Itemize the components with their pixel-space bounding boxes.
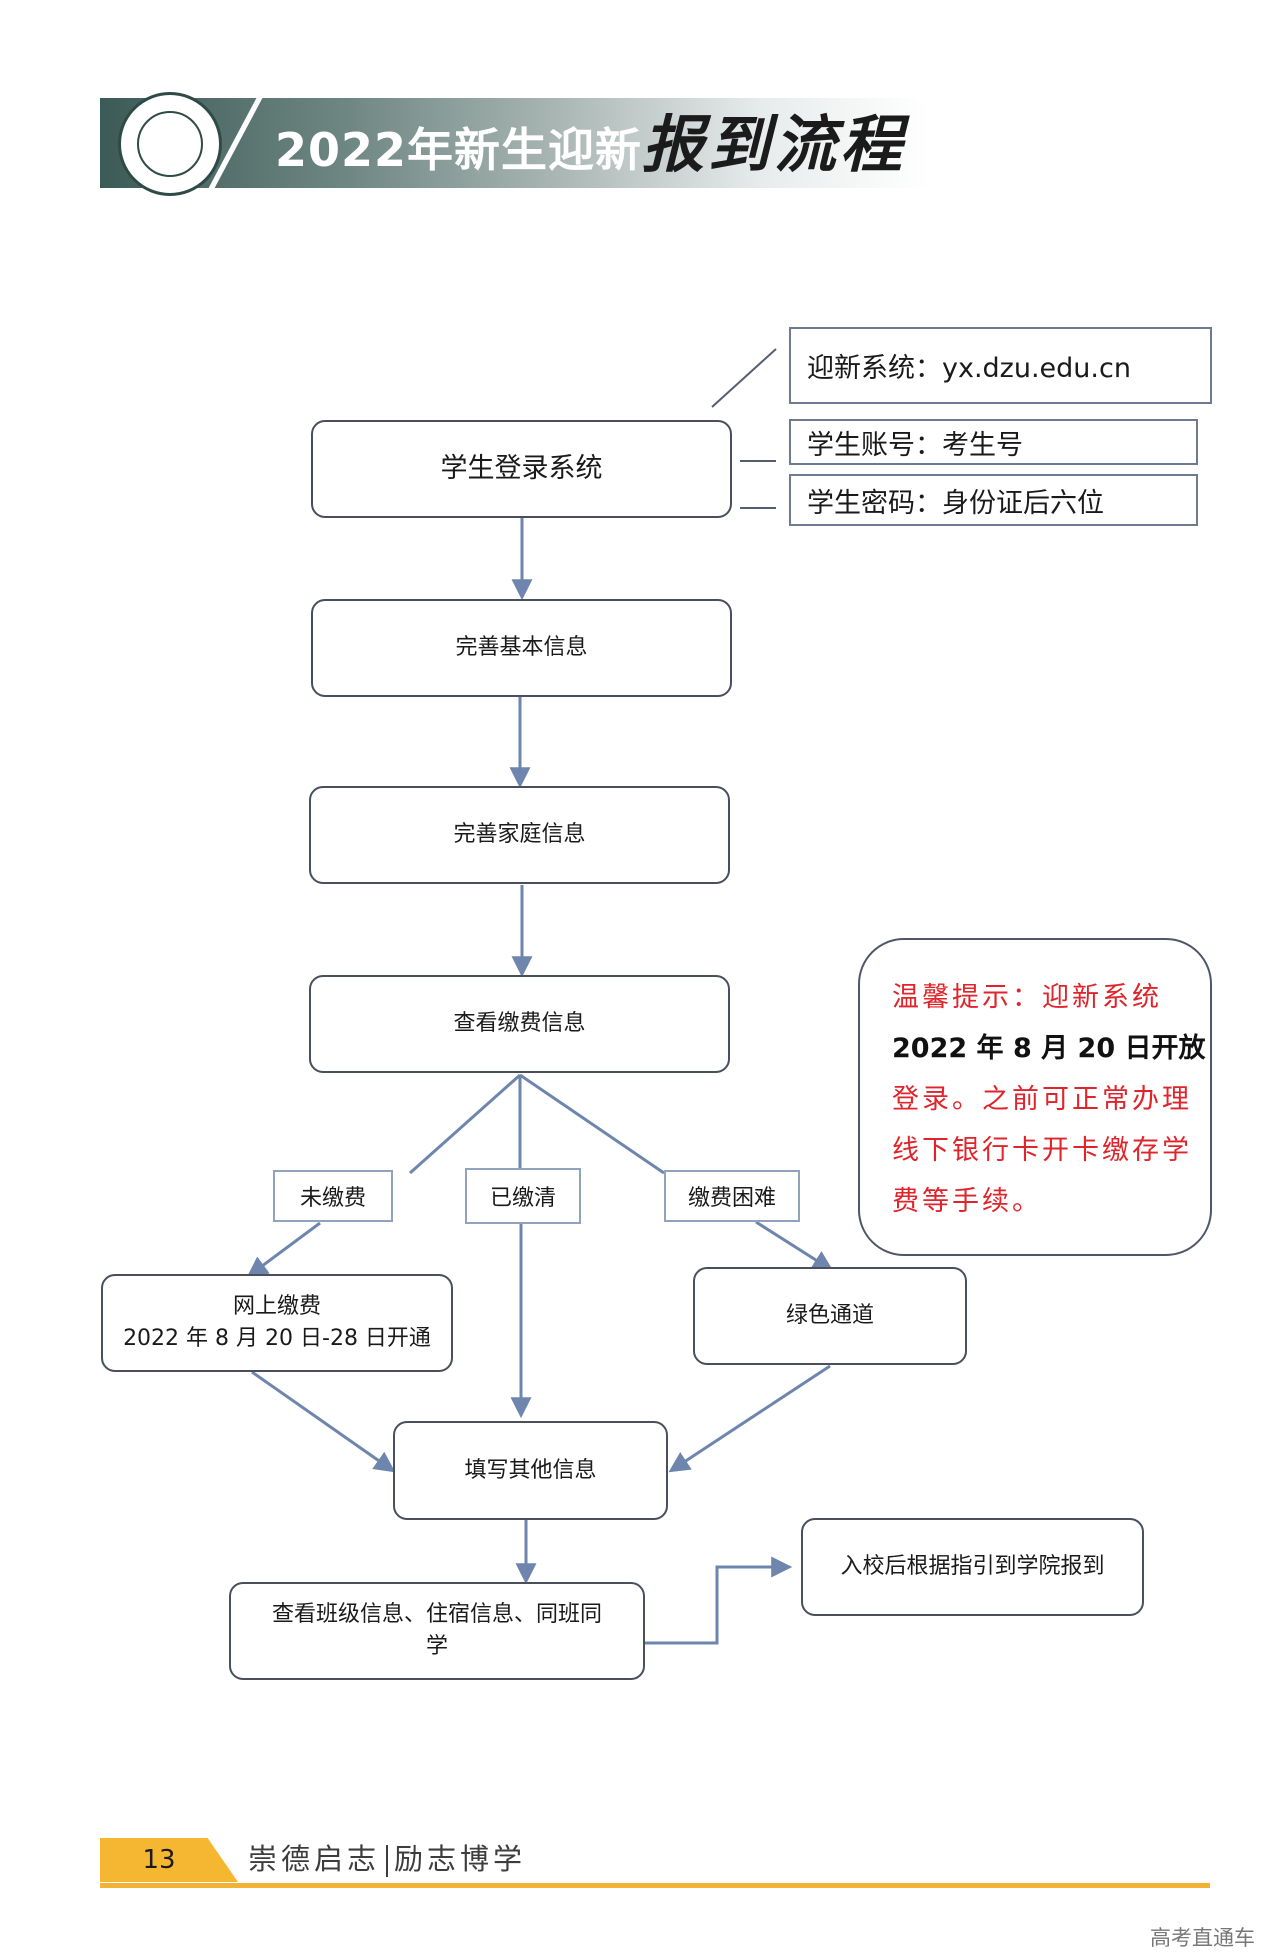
view-class-line2: 学 — [425, 1634, 448, 1659]
step-online-payment: 网上缴费 2022 年 8 月 20 日-28 日开通 — [101, 1274, 453, 1372]
step-family-info: 完善家庭信息 — [309, 786, 730, 884]
reminder-line-1: 温馨提示：迎新系统 — [892, 982, 1162, 1013]
arrow-green-other — [668, 1364, 831, 1473]
view-class-line1: 查看班级信息、住宿信息、同班同 — [271, 1602, 602, 1627]
step-fee-info: 查看缴费信息 — [309, 975, 730, 1073]
branch-hard: 缴费困难 — [664, 1170, 800, 1222]
arrow-unpaid-online — [246, 1221, 321, 1278]
title-main-part: 报到流程 — [642, 108, 907, 181]
branch-unpaid-label: 未缴费 — [299, 1186, 366, 1211]
reminder-note: 温馨提示：迎新系统 2022 年 8 月 20 日开放 登录。之前可正常办理 线… — [858, 938, 1212, 1256]
step-other-info: 填写其他信息 — [393, 1421, 668, 1520]
title-year-part: 2022年新生迎新 — [275, 123, 643, 177]
step-green-channel: 绿色通道 — [693, 1267, 967, 1365]
arrow-online-other — [251, 1370, 396, 1473]
branch-paid: 已缴清 — [465, 1168, 581, 1224]
step-basic-info-label: 完善基本信息 — [455, 635, 588, 660]
account-text: 学生账号：考生号 — [807, 429, 1023, 461]
reminder-line-5: 费等手续。 — [892, 1186, 1042, 1217]
page-title: 2022年新生迎新报到流程 — [275, 110, 906, 180]
line-fee-unpaid — [409, 1073, 521, 1175]
university-logo — [118, 92, 222, 196]
reminder-line-3: 登录。之前可正常办理 — [892, 1084, 1192, 1115]
step-login: 学生登录系统 — [311, 420, 732, 518]
arrow-view-arrive — [645, 1556, 793, 1645]
green-channel-label: 绿色通道 — [785, 1303, 874, 1328]
password-box: 学生密码：身份证后六位 — [789, 474, 1198, 526]
step-arrive-college: 入校后根据指引到学院报到 — [801, 1518, 1144, 1616]
step-family-info-label: 完善家庭信息 — [453, 822, 586, 847]
step-basic-info: 完善基本信息 — [311, 599, 732, 697]
arrow-hard-green — [755, 1220, 834, 1272]
step-login-label: 学生登录系统 — [440, 453, 603, 484]
footer-rule — [100, 1883, 1210, 1888]
arrive-college-label: 入校后根据指引到学院报到 — [840, 1554, 1105, 1579]
logo-emblem — [137, 111, 203, 177]
password-text: 学生密码：身份证后六位 — [807, 487, 1104, 519]
page-number: 13 — [142, 1845, 176, 1875]
motto-right: 励志博学 — [394, 1842, 527, 1876]
footer-motto: 崇德启志励志博学 — [248, 1836, 526, 1882]
branch-paid-label: 已缴清 — [489, 1186, 556, 1211]
online-payment-title: 网上缴费 — [232, 1294, 321, 1319]
other-info-label: 填写其他信息 — [464, 1457, 597, 1483]
connector-login-info — [711, 348, 777, 408]
branch-hard-label: 缴费困难 — [687, 1186, 776, 1211]
step-fee-info-label: 查看缴费信息 — [453, 1011, 586, 1036]
branch-unpaid: 未缴费 — [273, 1170, 393, 1222]
online-payment-dates: 2022 年 8 月 20 日-28 日开通 — [123, 1326, 431, 1351]
watermark: 高考直通车 — [1150, 1926, 1255, 1950]
motto-separator — [386, 1845, 389, 1877]
step-view-class: 查看班级信息、住宿信息、同班同 学 — [229, 1582, 645, 1680]
system-url-text: 迎新系统：yx.dzu.edu.cn — [807, 353, 1131, 384]
account-box: 学生账号：考生号 — [789, 419, 1198, 465]
motto-left: 崇德启志 — [248, 1842, 381, 1876]
reminder-line-4: 线下银行卡开卡缴存学 — [892, 1135, 1192, 1166]
line-fee-hard — [519, 1073, 665, 1175]
system-url-box: 迎新系统：yx.dzu.edu.cn — [789, 327, 1212, 404]
reminder-line-2: 2022 年 8 月 20 日开放 — [892, 1033, 1206, 1064]
